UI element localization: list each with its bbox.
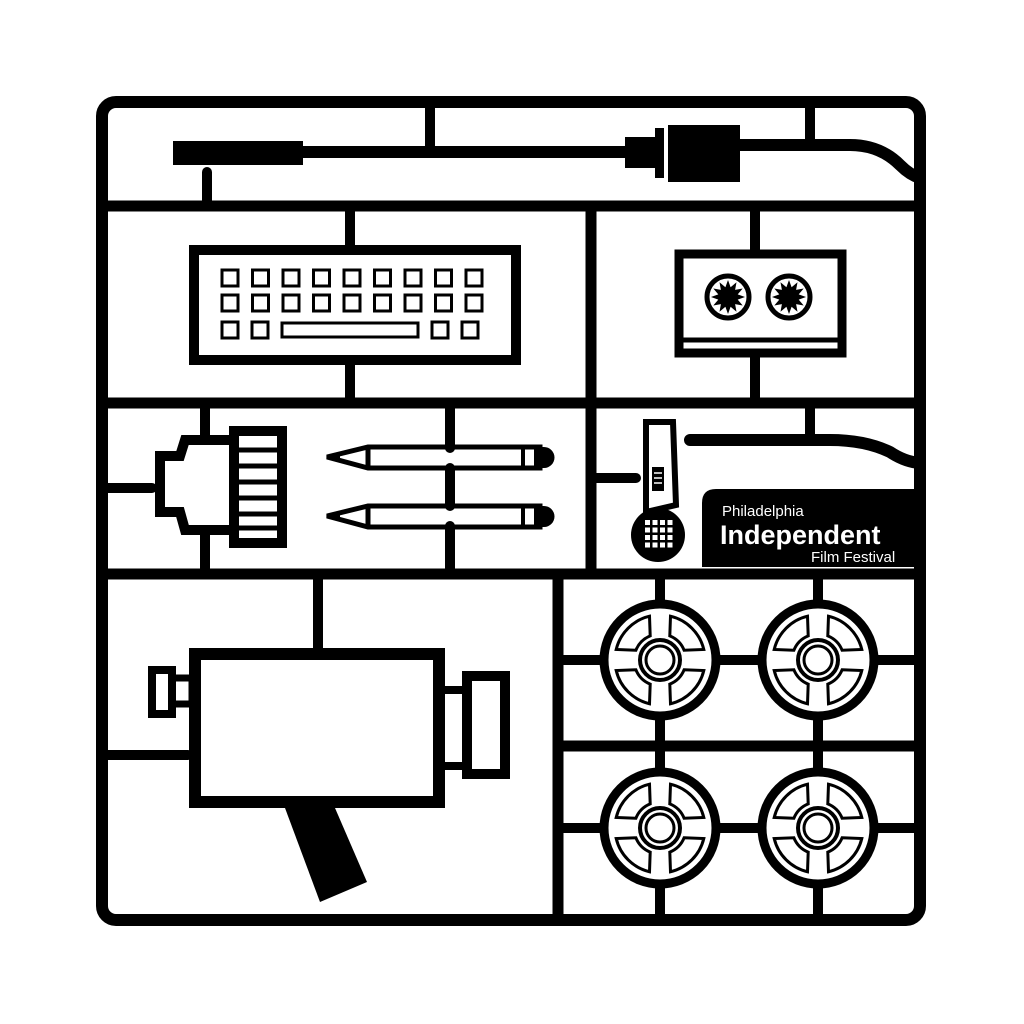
key <box>281 293 301 313</box>
microphone <box>631 419 926 562</box>
mic-grille-hole <box>652 520 658 525</box>
mic-grille-hole <box>667 520 673 525</box>
cassette-tape <box>674 249 847 358</box>
key <box>464 268 484 288</box>
mic-grille-hole <box>645 535 650 540</box>
mic-grille-hole <box>667 535 673 540</box>
key <box>342 268 362 288</box>
reel-window <box>772 668 810 706</box>
key <box>342 293 362 313</box>
reel-window <box>772 782 810 820</box>
mic-grille-hole <box>667 527 673 533</box>
mic-grille-hole <box>645 527 650 533</box>
key <box>312 293 331 313</box>
pencil <box>327 506 555 527</box>
key <box>281 268 301 288</box>
film-camera <box>148 648 510 902</box>
logo-line-film-festival: Film Festival <box>811 549 895 566</box>
audio-cable <box>173 125 922 184</box>
festival-logo: Philadelphia Independent Film Festival <box>702 489 920 567</box>
key <box>460 320 480 340</box>
reel-window <box>826 668 864 706</box>
mic-grille-hole <box>660 535 665 540</box>
key <box>464 293 484 313</box>
film-reel <box>599 767 721 889</box>
reel-window <box>826 836 864 874</box>
ethernet-plug <box>155 426 287 548</box>
film-reel <box>757 767 879 889</box>
key <box>220 268 240 288</box>
key <box>220 320 240 340</box>
key <box>434 293 453 313</box>
key <box>403 293 423 313</box>
mic-grille-hole <box>660 542 665 548</box>
reel-window <box>668 668 706 706</box>
reel-window <box>668 836 706 874</box>
mic-grille-hole <box>652 542 658 548</box>
reel-window <box>614 614 652 652</box>
film-reel <box>599 599 721 721</box>
mic-grille-hole <box>660 527 665 533</box>
mic-grille-hole <box>652 535 658 540</box>
key <box>434 268 453 288</box>
mic-grille-hole <box>660 520 665 525</box>
sprue-frame <box>96 96 926 926</box>
keyboard <box>189 245 521 365</box>
spacebar <box>280 321 420 339</box>
key <box>403 268 423 288</box>
reel-gear-icon <box>772 280 806 314</box>
reel-gear-icon <box>711 280 745 314</box>
key <box>373 293 392 313</box>
reel-window <box>826 614 864 652</box>
logo-line-independent: Independent <box>720 520 881 550</box>
pencil <box>326 444 555 471</box>
film-reel <box>757 599 879 721</box>
key <box>312 268 331 288</box>
reel-window <box>614 836 652 874</box>
mic-grille-hole <box>652 527 658 533</box>
key <box>251 268 270 288</box>
reel-window <box>614 782 652 820</box>
reel-window <box>668 614 706 652</box>
reel-window <box>772 614 810 652</box>
key <box>430 320 450 340</box>
key <box>250 320 270 340</box>
key <box>220 293 240 313</box>
mic-grille-hole <box>667 542 673 548</box>
reel-window <box>826 782 864 820</box>
mic-grille-hole <box>645 520 650 525</box>
key <box>373 268 392 288</box>
reel-window <box>668 782 706 820</box>
reel-window <box>772 836 810 874</box>
reel-window <box>614 668 652 706</box>
key <box>251 293 270 313</box>
logo-line-philadelphia: Philadelphia <box>722 503 804 520</box>
mic-grille-hole <box>645 542 650 548</box>
